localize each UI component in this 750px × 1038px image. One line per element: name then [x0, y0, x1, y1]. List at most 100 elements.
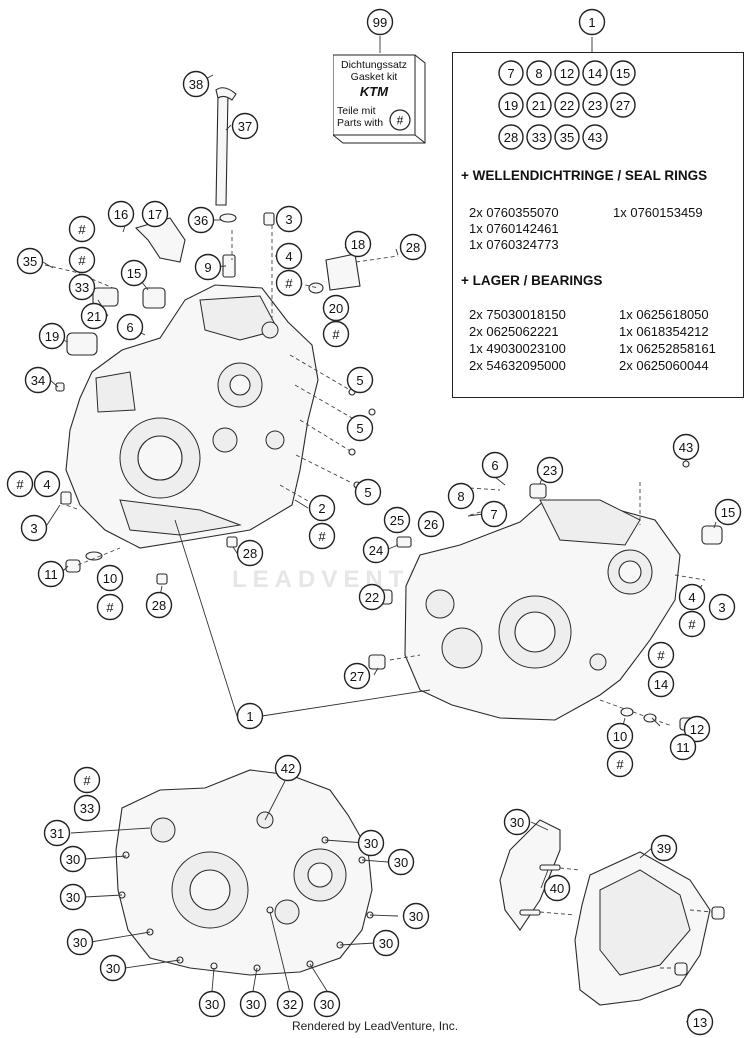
callout-number: 39 [657, 841, 671, 856]
callout-part-21: 21 [80, 302, 108, 330]
callout-number: 11 [44, 567, 58, 582]
callout-circle [686, 1008, 714, 1036]
callout-circle [194, 253, 222, 281]
upper-left-small-parts [55, 87, 361, 585]
callout-part-30: 30 [99, 954, 127, 982]
legend-part-number: 43 [588, 130, 602, 145]
callout-part-30: 30 [59, 883, 87, 911]
callout-circle [417, 510, 445, 538]
legend-part-number: 14 [588, 66, 602, 81]
callout-circle [606, 722, 634, 750]
callout-number: 30 [510, 815, 524, 830]
callout-part-24: 24 [362, 536, 390, 564]
left-crankcase-half [65, 284, 319, 549]
callout-part-13: 13 [686, 1008, 714, 1036]
callout-circle [346, 366, 374, 394]
callout-circle [578, 8, 606, 36]
callout-number: 28 [243, 546, 257, 561]
seal-ring-entry: 1x 0760142461 [469, 221, 559, 236]
legend-part-circle [582, 60, 608, 86]
callout-number: 30 [205, 997, 219, 1012]
callout-circle [116, 313, 144, 341]
callout-part-28: 28 [236, 539, 264, 567]
gasket-kit-line3: Teile mit [337, 105, 376, 117]
bearing-entry: 1x 0618354212 [619, 324, 709, 339]
callout-part-30: 30 [402, 902, 430, 930]
callout-circle [38, 322, 66, 350]
callout-part-15: 15 [714, 498, 742, 526]
callout-circle [387, 848, 415, 876]
legend-part-circle [526, 92, 552, 118]
callout-circle [276, 990, 304, 1018]
sprocket-cover-view [499, 819, 725, 1027]
callout-circle [354, 478, 382, 506]
callout-part-10: 10 [606, 722, 634, 750]
legend-part-43: 43 [582, 124, 608, 150]
legend-part-19: 19 [498, 92, 524, 118]
bearing-entry: 2x 75030018150 [469, 307, 566, 322]
callout-part-14: 14 [647, 670, 675, 698]
callout-circle [543, 874, 571, 902]
bearing-entry: 1x 06252858161 [619, 341, 716, 356]
callout-hash-symbol: # [73, 766, 101, 794]
legend-part-circle [610, 92, 636, 118]
callout-circle [481, 451, 509, 479]
bearing-entry: 2x 0625060044 [619, 358, 709, 373]
callout-circle [678, 610, 706, 638]
callout-number: 21 [87, 309, 101, 324]
callout-part-30: 30 [239, 990, 267, 1018]
callout-circle [33, 470, 61, 498]
bearing-entry: 2x 0625062221 [469, 324, 559, 339]
bearing-entry: 1x 49030023100 [469, 341, 566, 356]
callout-circle [16, 247, 44, 275]
callout-part-34: 34 [24, 366, 52, 394]
callout-part-28: 28 [399, 233, 427, 261]
callout-hash-symbol: # [647, 641, 675, 669]
legend-part-number: 28 [504, 130, 518, 145]
legend-part-number: 8 [535, 66, 542, 81]
callout-number: 28 [152, 598, 166, 613]
callout-hash-symbol: # [275, 269, 303, 297]
legend-part-number: 19 [504, 98, 518, 113]
callout-part-16: 16 [107, 200, 135, 228]
callout-part-18: 18 [344, 230, 372, 258]
callout-number: 2 [318, 501, 325, 516]
callout-number: 25 [390, 513, 404, 528]
callout-circle [366, 8, 394, 36]
callout-part-19: 19 [38, 322, 66, 350]
hash-symbol-icon: # [389, 109, 411, 131]
callout-circle [107, 200, 135, 228]
callout-number: 5 [364, 485, 371, 500]
callout-part-30: 30 [357, 829, 385, 857]
callout-part-4: 4 [33, 470, 61, 498]
legend-part-23: 23 [582, 92, 608, 118]
callout-circle [344, 230, 372, 258]
legend-part-15: 15 [610, 60, 636, 86]
callout-circle [402, 902, 430, 930]
callout-number: 31 [50, 826, 64, 841]
callout-circle [37, 560, 65, 588]
legend-part-number: 35 [560, 130, 574, 145]
callout-number: 30 [66, 890, 80, 905]
legend-part-number: 22 [560, 98, 574, 113]
callout-number: # [78, 253, 86, 268]
callout-part-5: 5 [346, 366, 374, 394]
legend-part-circle [554, 60, 580, 86]
callout-part-30: 30 [372, 929, 400, 957]
callout-part-17: 17 [141, 200, 169, 228]
callout-number: 7 [490, 507, 497, 522]
callout-part-31: 31 [43, 819, 71, 847]
callout-number: 42 [281, 761, 295, 776]
legend-part-circle [526, 124, 552, 150]
callout-circle [399, 233, 427, 261]
callout-part-7: 7 [480, 500, 508, 528]
callout-part-22: 22 [358, 583, 386, 611]
callout-part-8: 8 [447, 482, 475, 510]
callout-circle [536, 456, 564, 484]
callout-circle [383, 506, 411, 534]
callout-number: 43 [679, 440, 693, 455]
seal-ring-entry: 1x 0760324773 [469, 237, 559, 252]
gasket-kit-label: Dichtungssatz Gasket kit KTM Teile mit P… [333, 53, 427, 145]
